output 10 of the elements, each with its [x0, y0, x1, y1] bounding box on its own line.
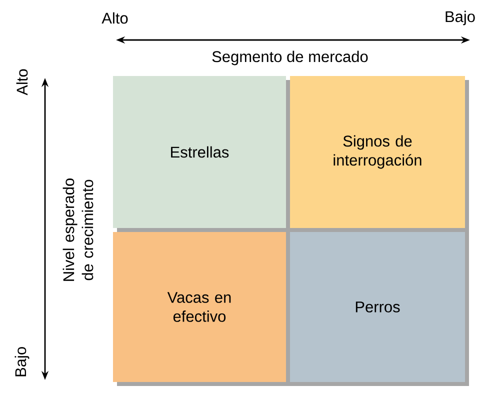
quadrant-box: Perros [290, 232, 465, 382]
axis-label: Alto [16, 69, 28, 96]
axis-label: Alto [102, 12, 128, 24]
axis-label: Nivel esperado de crecimiento [62, 178, 94, 281]
quadrant-box: Vacas en efectivo [113, 232, 286, 382]
axis-label: Segmento de mercado [212, 50, 368, 66]
axis-label: Bajo [446, 10, 475, 26]
quadrant-box: Signos de interrogación [290, 76, 465, 228]
axis-label: Bajo [14, 347, 30, 376]
quadrant-box: Estrellas [113, 76, 286, 228]
